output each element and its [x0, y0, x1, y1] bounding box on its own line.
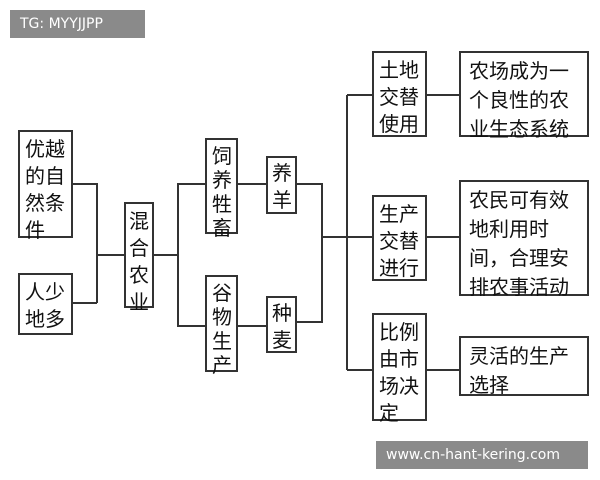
node-grow-wheat: 种麦 [266, 296, 297, 353]
connector-outcomes [427, 94, 459, 371]
node-market-ratio: 比例由市场决定 [372, 313, 427, 425]
watermark-top: TG: MYYJJPP [10, 10, 145, 38]
node-farmer-time: 农民可有效地利用时间，合理安排农事活动 [459, 180, 589, 299]
node-sparse-land: 人少地多 [18, 273, 73, 335]
node-livestock-feed: 饲养牲畜 [205, 138, 238, 240]
node-mixed-agriculture: 混合农业 [124, 202, 154, 314]
watermark-bottom: www.cn-hant-kering.com [376, 441, 588, 469]
node-natural-conditions: 优越的自然条件 [18, 130, 73, 242]
node-flexible-choice: 灵活的生产选择 [459, 336, 589, 397]
connector-mixed [152, 183, 205, 327]
connector-left [73, 183, 124, 304]
node-ecosystem: 农场成为一个良性的农业生态系统 [459, 51, 589, 141]
node-grain-production: 谷物生产 [205, 275, 238, 377]
node-raise-sheep: 养羊 [266, 156, 297, 214]
connector-right-trunk [346, 94, 372, 371]
connector-center [297, 183, 347, 323]
node-production-rotation: 生产交替进行 [372, 195, 427, 281]
node-land-rotation: 土地交替使用 [372, 51, 427, 137]
